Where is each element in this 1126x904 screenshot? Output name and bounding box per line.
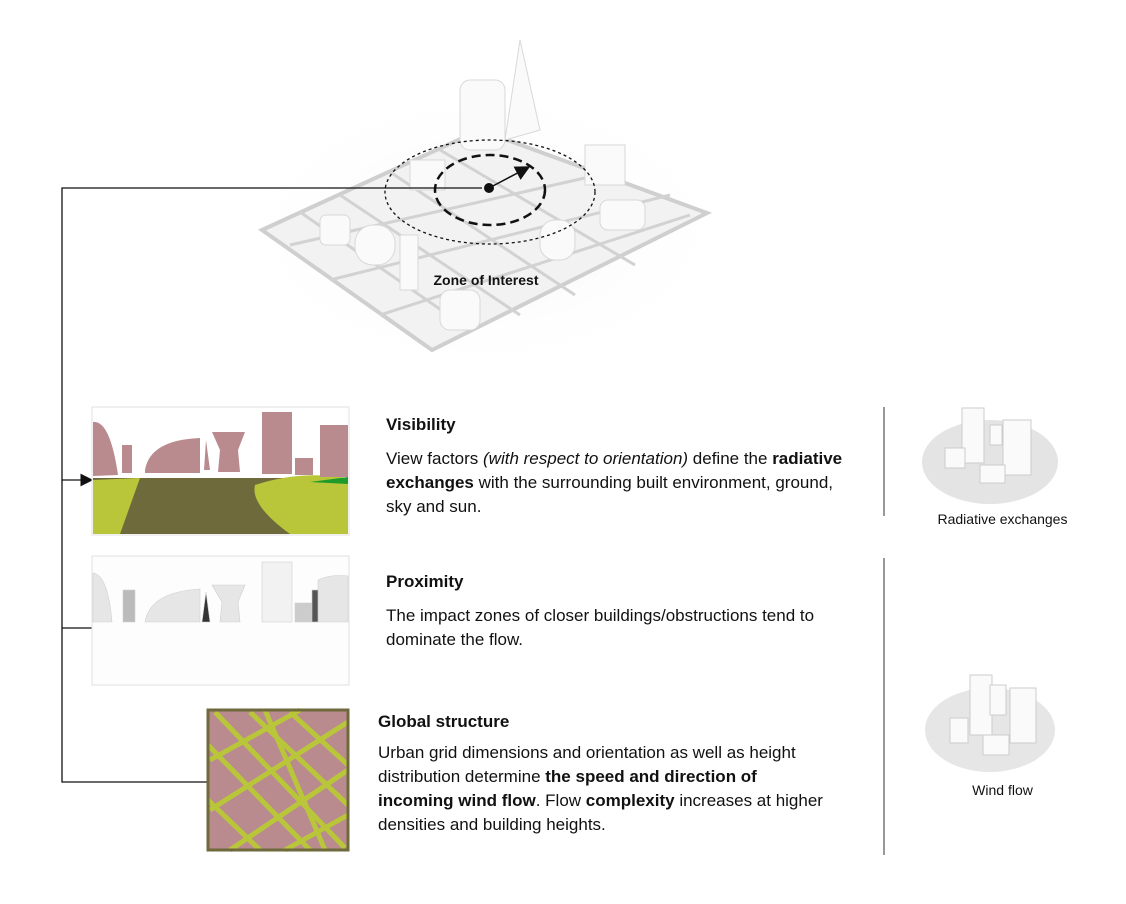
visibility-heading: Visibility — [386, 415, 456, 434]
global-structure-heading: Global structure — [378, 712, 510, 731]
radiative-exchanges-label: Radiative exchanges — [937, 511, 1068, 527]
text: View factors — [386, 449, 484, 468]
visibility-panorama — [91, 406, 350, 536]
zone-of-interest-marker — [384, 139, 596, 245]
text: . Flow — [535, 791, 586, 810]
proximity-heading: Proximity — [386, 572, 464, 591]
wind-flow-label: Wind flow — [972, 782, 1033, 798]
city-model — [225, 39, 745, 380]
connector-lines — [61, 187, 482, 783]
text: define the — [688, 449, 773, 468]
text-bold: complexity — [585, 791, 675, 810]
wind-flow-icon — [925, 674, 1055, 772]
visibility-description: View factors (with respect to orientatio… — [386, 447, 856, 519]
text-bold: the speed and direction of incoming wind… — [378, 767, 757, 810]
global-structure-description: Urban grid dimensions and orientation as… — [378, 741, 833, 837]
zone-of-interest-label: Zone of Interest — [433, 272, 539, 288]
radiative-exchanges-icon — [922, 407, 1058, 504]
global-structure-map — [206, 707, 350, 853]
text: increases at higher densities and buildi… — [378, 791, 823, 834]
text-italic: (with respect to orientation) — [483, 449, 689, 468]
text-bold: radiative exchanges — [386, 449, 843, 492]
proximity-panorama — [91, 555, 350, 686]
proximity-description: The impact zones of closer buildings/obs… — [386, 606, 815, 649]
text: with the surrounding built environment, … — [386, 473, 833, 516]
text: Urban grid dimensions and orientation as… — [378, 743, 796, 786]
street-grid — [206, 707, 350, 853]
